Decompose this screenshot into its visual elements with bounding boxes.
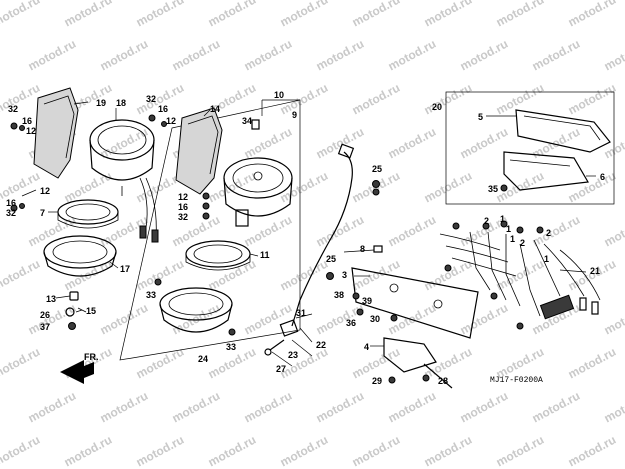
callout-11: 11 [260, 250, 270, 260]
callout-27: 27 [276, 364, 286, 374]
callout-12-c: 12 [166, 116, 176, 126]
callout-1-c: 1 [510, 234, 515, 244]
meter-body-center [223, 157, 293, 227]
callout-37: 37 [40, 322, 50, 332]
diagram-code: MJ17-F0200A [490, 376, 543, 385]
meter-ring-11 [185, 240, 251, 271]
stay-bracket-3 [351, 267, 479, 339]
meter-ring-7 [57, 199, 119, 229]
callout-32-b: 32 [6, 208, 16, 218]
indicator-cover-5 [515, 109, 611, 153]
callout-33-a: 33 [146, 290, 156, 300]
callout-28: 28 [438, 376, 448, 386]
callout-19: 19 [96, 98, 106, 108]
callout-16-d: 16 [178, 202, 188, 212]
callout-39: 39 [362, 296, 372, 306]
callout-16-b: 16 [6, 198, 16, 208]
callout-13: 13 [46, 294, 56, 304]
callout-16-c: 16 [158, 104, 168, 114]
callout-1-a: 1 [500, 214, 505, 224]
callout-12-b: 12 [40, 186, 50, 196]
meter-case-17 [43, 235, 117, 277]
front-direction-arrow [60, 360, 94, 384]
callout-12-d: 12 [178, 192, 188, 202]
callout-24: 24 [198, 354, 208, 364]
callout-8: 8 [360, 244, 365, 254]
callout-30: 30 [370, 314, 380, 324]
callout-22: 22 [316, 340, 326, 350]
front-direction-label: FR. [84, 352, 99, 362]
meter-housing-18 [89, 119, 159, 243]
callout-18: 18 [116, 98, 126, 108]
bracket-4 [383, 337, 453, 389]
callout-2-b: 2 [520, 238, 525, 248]
callout-25: 25 [372, 164, 382, 174]
callout-5: 5 [478, 112, 483, 122]
callout-14: 14 [210, 104, 220, 114]
callout-6: 6 [600, 172, 605, 182]
callout-1-b: 1 [506, 224, 511, 234]
callout-16-a: 16 [22, 116, 32, 126]
callout-2-c: 2 [546, 228, 551, 238]
callout-32-a: 32 [8, 104, 18, 114]
callout-4: 4 [364, 342, 369, 352]
callout-32-d: 32 [178, 212, 188, 222]
lens-cover-19 [33, 87, 79, 179]
callout-23: 23 [288, 350, 298, 360]
callout-3: 3 [342, 270, 347, 280]
indicator-box-frame-20 [445, 91, 615, 205]
indicator-base-6 [503, 151, 589, 191]
callout-26: 26 [40, 310, 50, 320]
callout-38: 38 [334, 290, 344, 300]
callout-labels: 19 18 32 16 12 12 16 32 7 17 13 26 15 37… [6, 90, 605, 386]
callout-17: 17 [120, 264, 130, 274]
frame-bracket-9 [119, 99, 301, 361]
callout-34: 34 [242, 116, 252, 126]
speedometer-cable-22 [264, 143, 355, 356]
callout-12-a: 12 [26, 126, 36, 136]
callout-29: 29 [372, 376, 382, 386]
callout-2-a: 2 [484, 216, 489, 226]
meter-case-24 [159, 287, 233, 333]
leader-lines [21, 99, 596, 367]
callout-33-b: 33 [226, 342, 236, 352]
callout-35: 35 [488, 184, 498, 194]
callout-7: 7 [40, 208, 45, 218]
callout-1-d: 1 [544, 254, 549, 264]
callout-21: 21 [590, 266, 600, 276]
callout-32-c: 32 [146, 94, 156, 104]
callout-31: 31 [296, 308, 306, 318]
lens-cover-14 [175, 107, 223, 195]
callout-9: 9 [292, 110, 297, 120]
callout-20: 20 [432, 102, 442, 112]
callout-10: 10 [274, 90, 284, 100]
callout-36: 36 [346, 318, 356, 328]
callout-15: 15 [86, 306, 96, 316]
wire-harness-21 [439, 220, 601, 330]
callout-25-b: 25 [326, 254, 336, 264]
